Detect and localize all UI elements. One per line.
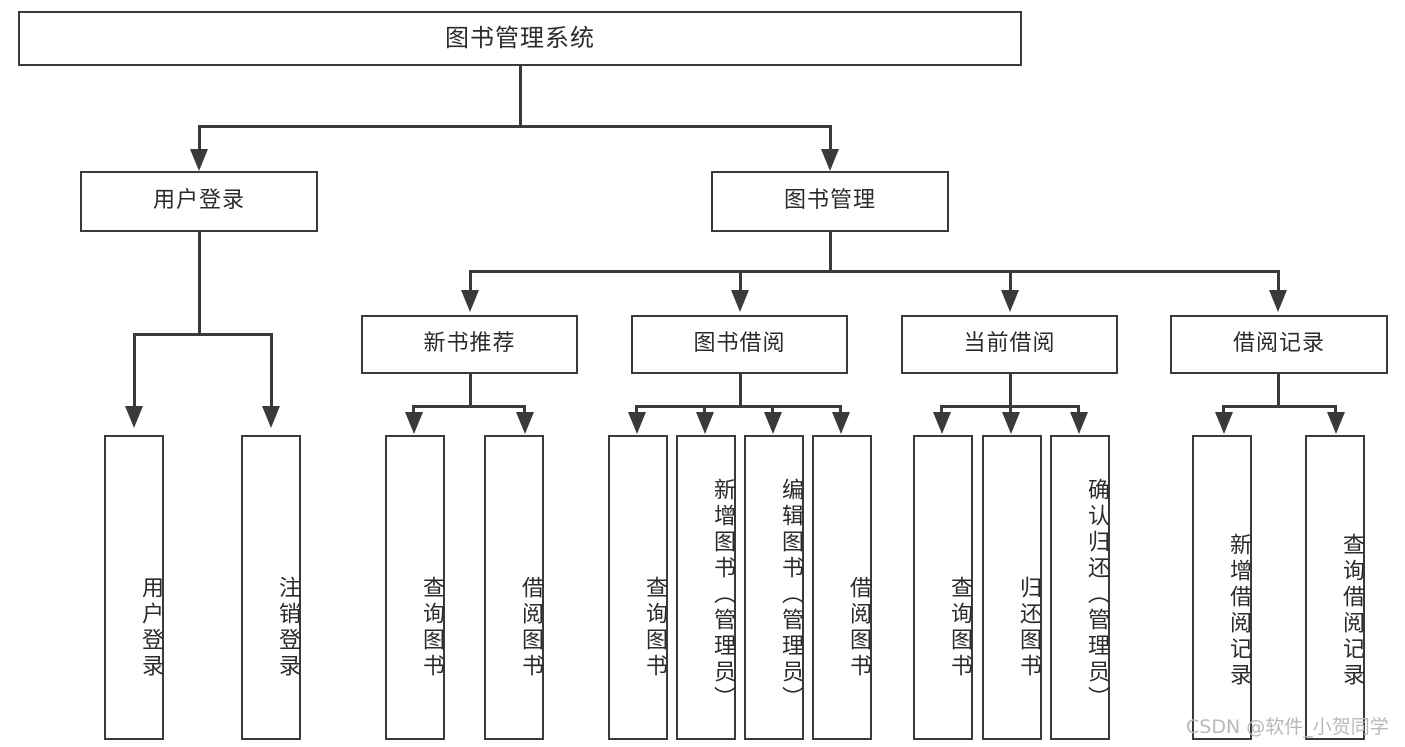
- arrowhead-cb-leaf-2: [1002, 412, 1020, 434]
- arrowhead-cb-leaf-3: [1070, 412, 1088, 434]
- leaf-bb-borrow-book[interactable]: 借阅图书: [812, 435, 872, 740]
- connector-cb-drop-1: [940, 405, 943, 415]
- connector-br-drop-2: [1334, 405, 1337, 415]
- arrowhead-bb-leaf-1: [628, 412, 646, 434]
- arrowhead-br-leaf-1: [1215, 412, 1233, 434]
- connector-cb-drop-2: [1009, 405, 1012, 415]
- arrowhead-to-book-borrow: [731, 290, 749, 312]
- arrowhead-to-user-login: [190, 149, 208, 171]
- connector-br-drop-1: [1222, 405, 1225, 415]
- node-current-borrow[interactable]: 当前借阅: [901, 315, 1118, 374]
- connector-bm-drop-1: [469, 270, 472, 292]
- arrowhead-to-book-management: [821, 149, 839, 171]
- node-user-login[interactable]: 用户登录: [80, 171, 318, 232]
- connector-user-login-drop-2: [270, 333, 273, 408]
- connector-user-login-stem: [198, 232, 201, 335]
- arrowhead-to-new-book-recommend: [461, 290, 479, 312]
- node-book-management[interactable]: 图书管理: [711, 171, 949, 232]
- leaf-bb-edit-book-admin[interactable]: 编辑图书（管理员）: [744, 435, 804, 740]
- connector-nbr-stem: [469, 374, 472, 407]
- connector-cb-drop-3: [1077, 405, 1080, 415]
- leaf-logout[interactable]: 注销登录: [241, 435, 301, 740]
- connector-br-stem: [1277, 374, 1280, 407]
- leaf-cb-confirm-return-admin[interactable]: 确认归还（管理员）: [1050, 435, 1110, 740]
- connector-user-login-drop-1: [133, 333, 136, 408]
- leaf-bb-query-book[interactable]: 查询图书: [608, 435, 668, 740]
- connector-br-bus: [1222, 405, 1337, 408]
- leaf-cb-query-book[interactable]: 查询图书: [913, 435, 973, 740]
- arrowhead-to-borrow-record: [1269, 290, 1287, 312]
- connector-bb-drop-4: [839, 405, 842, 415]
- arrowhead-nbr-leaf-2: [516, 412, 534, 434]
- connector-bb-drop-2: [703, 405, 706, 415]
- node-borrow-record[interactable]: 借阅记录: [1170, 315, 1388, 374]
- leaf-nbr-query-book[interactable]: 查询图书: [385, 435, 445, 740]
- node-root-system[interactable]: 图书管理系统: [18, 11, 1022, 66]
- leaf-user-login[interactable]: 用户登录: [104, 435, 164, 740]
- arrowhead-cb-leaf-1: [933, 412, 951, 434]
- leaf-br-query-record[interactable]: 查询借阅记录: [1305, 435, 1365, 740]
- arrowhead-bb-leaf-3: [764, 412, 782, 434]
- arrowhead-to-logout-leaf: [262, 406, 280, 428]
- csdn-watermark: CSDN @软件_小贺同学: [1186, 716, 1389, 738]
- arrowhead-bb-leaf-2: [696, 412, 714, 434]
- connector-book-management-stem: [829, 232, 832, 272]
- arrowhead-to-current-borrow: [1001, 290, 1019, 312]
- connector-bb-drop-1: [635, 405, 638, 415]
- leaf-nbr-borrow-book[interactable]: 借阅图书: [484, 435, 544, 740]
- connector-root-drop-1: [198, 125, 201, 151]
- node-new-book-recommend[interactable]: 新书推荐: [361, 315, 578, 374]
- connector-bm-drop-4: [1277, 270, 1280, 292]
- leaf-cb-return-book[interactable]: 归还图书: [982, 435, 1042, 740]
- connector-nbr-bus: [412, 405, 526, 408]
- connector-bm-drop-2: [739, 270, 742, 292]
- connector-nbr-drop-1: [412, 405, 415, 415]
- arrowhead-br-leaf-2: [1327, 412, 1345, 434]
- leaf-bb-add-book-admin[interactable]: 新增图书（管理员）: [676, 435, 736, 740]
- connector-nbr-drop-2: [523, 405, 526, 415]
- arrowhead-bb-leaf-4: [832, 412, 850, 434]
- connector-user-login-bus: [133, 333, 273, 336]
- connector-bm-drop-3: [1009, 270, 1012, 292]
- node-book-borrow[interactable]: 图书借阅: [631, 315, 848, 374]
- arrowhead-nbr-leaf-1: [405, 412, 423, 434]
- connector-cb-stem: [1009, 374, 1012, 407]
- connector-bb-drop-3: [771, 405, 774, 415]
- connector-root-stem: [519, 66, 522, 125]
- connector-bb-bus: [635, 405, 842, 408]
- leaf-br-add-record[interactable]: 新增借阅记录: [1192, 435, 1252, 740]
- connector-bb-stem: [739, 374, 742, 407]
- connector-root-bus: [198, 125, 832, 128]
- connector-root-drop-2: [829, 125, 832, 151]
- arrowhead-to-user-login-leaf: [125, 406, 143, 428]
- connector-book-management-bus: [469, 270, 1280, 273]
